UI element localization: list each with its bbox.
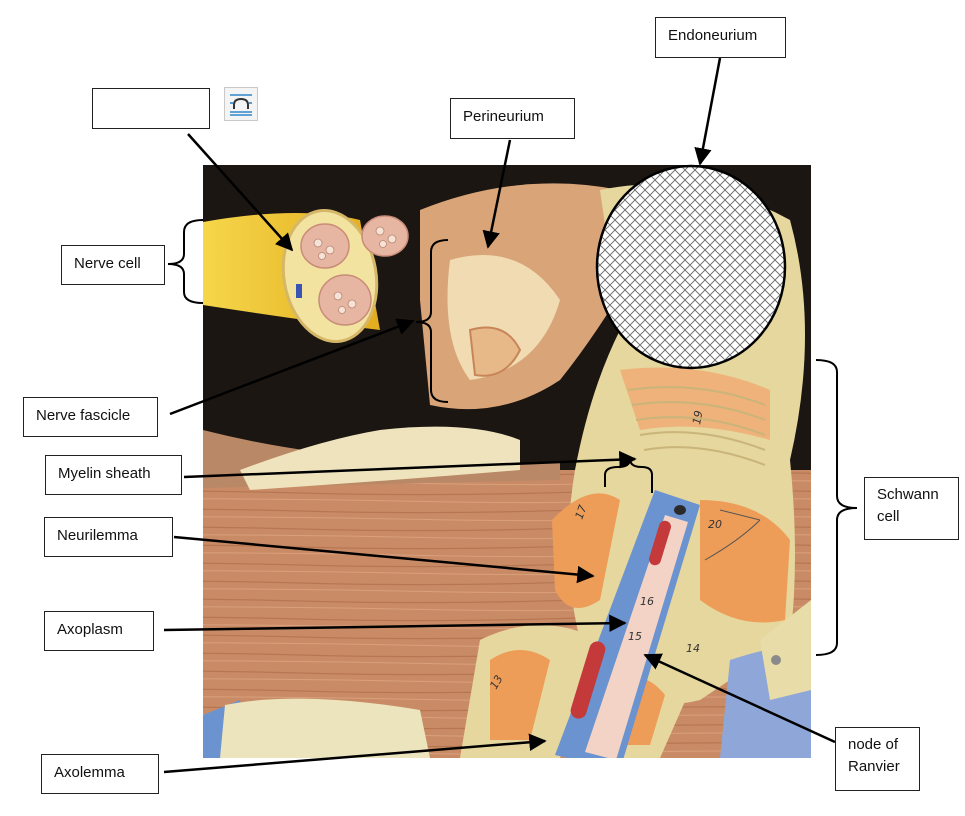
model-number-17: 17 <box>573 503 590 521</box>
endoneurium-label: Endoneurium <box>655 17 786 58</box>
nerve-fascicle-arrow <box>169 318 415 416</box>
endoneurium-arrow <box>694 57 722 166</box>
model-number-15: 15 <box>628 630 642 643</box>
node-of-ranvier-label-line2: Ranvier <box>848 758 900 775</box>
schwann-cell-bracket <box>815 359 858 656</box>
nerve-fascicle-label: Nerve fascicle <box>23 397 158 437</box>
node-of-ranvier-arrow <box>643 653 836 744</box>
nerve-cell-bracket <box>167 219 204 304</box>
axoplasm-arrow <box>163 614 627 632</box>
model-number-13: 13 <box>487 673 505 692</box>
perineurium-bracket <box>415 239 449 403</box>
node-of-ranvier-label: node of Ranvier <box>835 727 920 791</box>
perineurium-label: Perineurium <box>450 98 575 139</box>
axolemma-label: Axolemma <box>41 754 159 794</box>
blank-label-arrow <box>187 133 294 252</box>
axolemma-arrow <box>163 733 547 774</box>
schwann-cell-label-line1: Schwann <box>877 486 939 503</box>
blank-label-box[interactable] <box>92 88 210 129</box>
layout-options-button[interactable] <box>224 87 258 121</box>
schwann-cell-label-line2: cell <box>877 508 900 525</box>
model-number-20: 20 <box>708 518 722 531</box>
perineurium-arrow <box>482 139 512 249</box>
axoplasm-label: Axoplasm <box>44 611 154 651</box>
myelin-sheath-label: Myelin sheath <box>45 455 182 495</box>
schwann-cell-label: Schwann cell <box>864 477 959 540</box>
model-number-19: 19 <box>690 409 705 425</box>
neurilemma-arrow <box>173 535 595 584</box>
model-number-16: 16 <box>640 595 654 608</box>
neurilemma-label: Neurilemma <box>44 517 173 557</box>
nerve-cell-label: Nerve cell <box>61 245 165 285</box>
text-wrap-icon <box>230 94 252 116</box>
myelin-sheath-arrow <box>183 450 637 479</box>
node-of-ranvier-label-line1: node of <box>848 736 899 753</box>
model-number-14: 14 <box>686 642 700 655</box>
endoneurium-cover-circle <box>595 164 787 370</box>
